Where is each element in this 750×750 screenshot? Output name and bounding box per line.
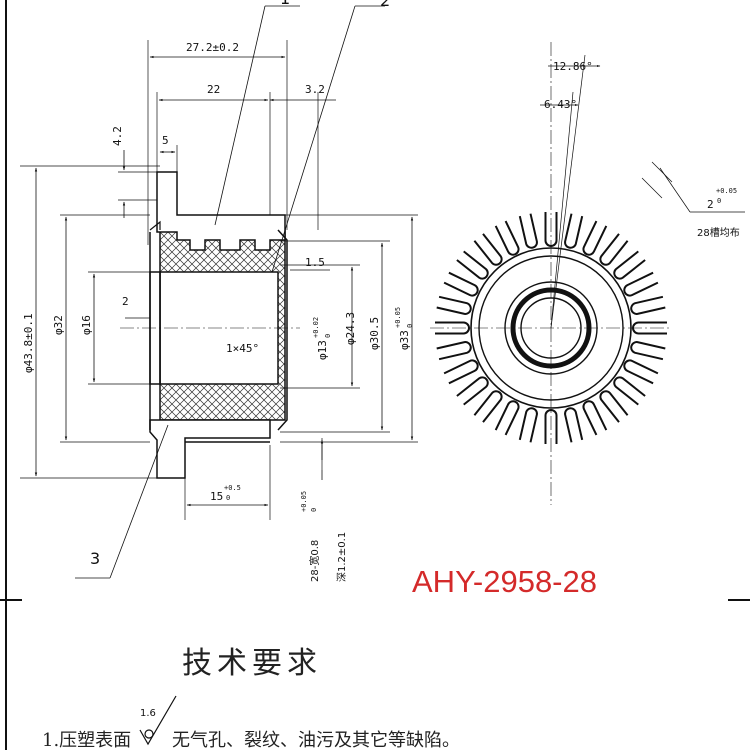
segment-slot: [613, 250, 646, 280]
segment-slot: [630, 341, 666, 361]
dim-dia-13: φ13: [316, 340, 329, 360]
dim-dia-43-8: φ43.8±0.1: [22, 313, 35, 373]
dim-hook-5: 5: [162, 134, 169, 147]
segment-slot: [599, 390, 629, 423]
requirements-title: 技术要求: [182, 646, 322, 681]
dim-slot-width-tol-upper: +0.05: [300, 491, 308, 512]
segment-slot: [582, 220, 608, 256]
segment-slot: [582, 400, 608, 436]
dim-dia-13-tol-lower: 0: [324, 334, 332, 338]
callout-2: 2: [380, 0, 390, 10]
segment-slot: [436, 295, 472, 315]
angle-12-86: 12.86°: [553, 60, 593, 73]
angle-6-43: 6.43°: [544, 98, 577, 111]
roughness-symbol: [139, 695, 177, 746]
dim-chamfer: 1×45°: [226, 342, 259, 355]
segment-slot: [443, 271, 479, 297]
segment-slot: [456, 250, 489, 280]
segment-slot: [518, 213, 538, 249]
segment-slot: [623, 359, 659, 385]
segment-slot: [473, 233, 503, 266]
dim-hook-4-2: 4.2: [111, 126, 124, 146]
dim-len-15: 15: [210, 490, 223, 503]
segment-slot: [494, 220, 520, 256]
segment-slot: [443, 359, 479, 385]
segment-slot: [435, 321, 470, 335]
segment-slot: [494, 400, 520, 436]
dim-dia-33-tol-upper: +0.05: [394, 307, 402, 328]
dim-step-3-2: 3.2: [305, 83, 325, 96]
dim-chamfer-gap: 1.5: [305, 256, 325, 269]
dim-len-15-tol-upper: +0.5: [224, 484, 241, 492]
segment-slot: [630, 295, 666, 315]
dim-slot-width-tol-lower: 0: [310, 508, 318, 512]
dim-body-length: 22: [207, 83, 220, 96]
dim-slot-width: 28-宽0.8: [308, 540, 321, 582]
dim-overall-length: 27.2±0.2: [186, 41, 239, 54]
dim-len-15-tol-lower: 0: [226, 494, 230, 502]
requirement-1-rest: 无气孔、裂纹、油污及其它等缺陷。: [172, 730, 460, 750]
dim-dia-30-5: φ30.5: [368, 317, 381, 350]
slot-2-tol-upper: +0.05: [716, 187, 737, 195]
segment-slot: [613, 376, 646, 406]
dim-dia-16: φ16: [80, 315, 93, 335]
callout-1: 1: [280, 0, 290, 8]
end-view: 12.86° 6.43° 2 +0.05 0 28槽均布: [430, 42, 745, 505]
segment-slot: [564, 213, 584, 249]
copper-segment-top: [156, 171, 286, 251]
segment-slot: [564, 407, 584, 443]
roughness-value: 1.6: [140, 708, 156, 719]
dim-dia-13-tol-upper: +0.02: [312, 317, 320, 338]
copper-segment-bottom: [149, 419, 271, 479]
slot-2: 2: [707, 198, 714, 211]
part-number: AHY-2958-28: [412, 564, 597, 599]
segment-slot: [518, 407, 538, 443]
dim-dia-24-3: φ24.3: [344, 312, 357, 345]
slot-2-tol-lower: 0: [717, 197, 721, 205]
dim-slot-depth: 深1.2±0.1: [336, 532, 348, 582]
callout-3: 3: [90, 549, 100, 568]
segment-slot: [544, 409, 558, 444]
segment-slot: [436, 341, 472, 361]
segment-slot: [599, 233, 629, 266]
slots-note: 28槽均布: [697, 226, 740, 239]
requirement-1: 1.压塑表面: [42, 730, 131, 750]
segment-slot: [623, 271, 659, 297]
segment-slot: [456, 376, 489, 406]
dim-dia-32: φ32: [52, 315, 65, 335]
dim-dia-33: φ33: [398, 330, 411, 350]
section-view: 27.2±0.2 22 3.2 5 4.2 1.5 2 1×45° φ43.8±…: [20, 0, 418, 582]
segment-slot: [473, 390, 503, 423]
dim-dia-33-tol-lower: 0: [406, 324, 414, 328]
dim-bore-step: 2: [122, 295, 129, 308]
segment-slots: [435, 212, 667, 444]
